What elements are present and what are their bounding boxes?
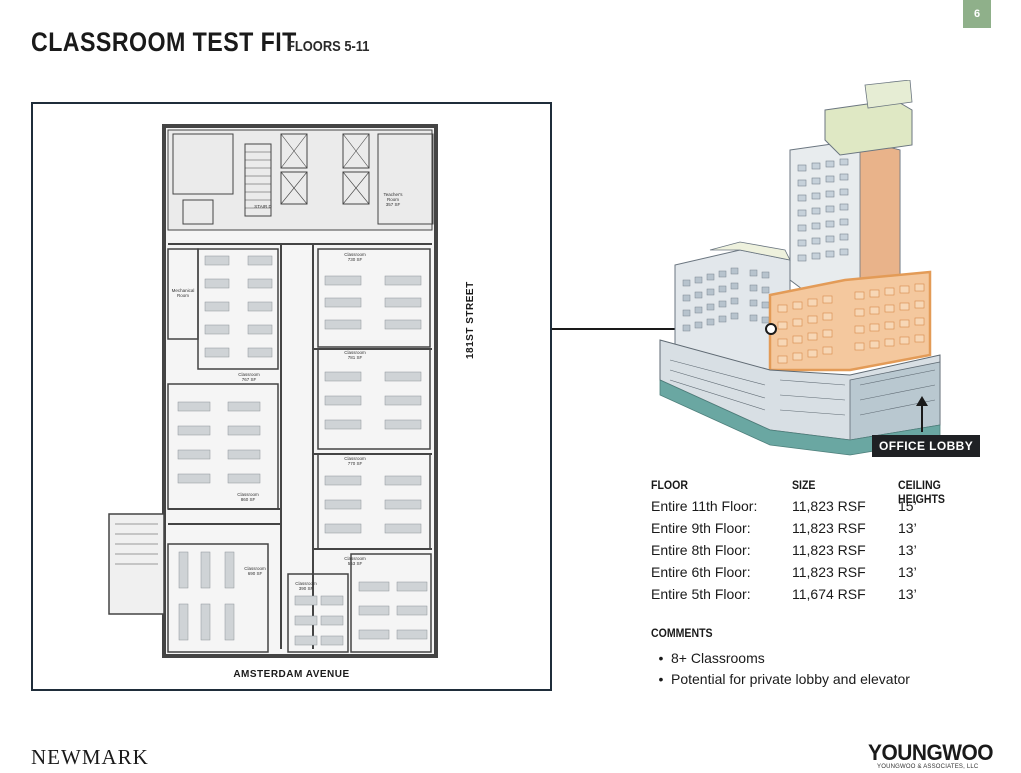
room-label: Mechanical xyxy=(172,288,195,293)
svg-text:Room: Room xyxy=(177,293,189,298)
room-label: STAIR D xyxy=(254,204,272,209)
room-label: Classroom xyxy=(238,372,260,377)
ceiling-cell: 13’ xyxy=(898,586,917,602)
size-cell: 11,823 RSF xyxy=(792,542,866,558)
ceiling-cell: 13’ xyxy=(898,520,917,536)
room-label: Classroom xyxy=(344,556,366,561)
youngwoo-logo: YOUNGWOO xyxy=(868,740,994,765)
newmark-logo: NEWMARK xyxy=(31,745,149,769)
svg-text:Room: Room xyxy=(387,197,399,202)
svg-text:781 SF: 781 SF xyxy=(348,355,363,360)
floor-cell: Entire 9th Floor: xyxy=(651,520,751,536)
svg-text:730 SF: 730 SF xyxy=(348,257,363,262)
svg-text:357 SF: 357 SF xyxy=(386,202,401,207)
floor-specs-table: FLOOR SIZE CEILING HEIGHTS Entire 11th F… xyxy=(651,476,1001,608)
size-cell: 11,823 RSF xyxy=(792,564,866,580)
col-header-ceiling: CEILING HEIGHTS xyxy=(898,478,945,506)
plan-to-building-connector xyxy=(552,328,770,330)
list-item: Potential for private lobby and elevator xyxy=(651,671,910,692)
table-row: Entire 6th Floor: 11,823 RSF 13’ xyxy=(651,564,1001,586)
comments-heading: COMMENTS xyxy=(651,626,713,640)
size-cell: 11,823 RSF xyxy=(792,520,866,536)
svg-text:390 SF: 390 SF xyxy=(299,586,314,591)
callout-dot xyxy=(765,323,777,335)
svg-text:770 SF: 770 SF xyxy=(348,461,363,466)
room-label: Classroom xyxy=(295,581,317,586)
floor-cell: Entire 8th Floor: xyxy=(651,542,751,558)
col-header-floor: FLOOR xyxy=(651,478,688,492)
page-number-badge: 6 xyxy=(963,0,991,28)
ceiling-cell: 13’ xyxy=(898,542,917,558)
table-row: Entire 11th Floor: 11,823 RSF 15’ xyxy=(651,498,1001,520)
ceiling-cell: 15’ xyxy=(898,498,917,514)
table-row: Entire 5th Floor: 11,674 RSF 13’ xyxy=(651,586,1001,608)
building-illustration xyxy=(650,79,950,465)
floor-cell: Entire 5th Floor: xyxy=(651,586,751,602)
page-title: CLASSROOM TEST FIT xyxy=(31,27,297,57)
page-subtitle: FLOORS 5-11 xyxy=(287,38,370,55)
table-row: Entire 8th Floor: 11,823 RSF 13’ xyxy=(651,542,1001,564)
size-cell: 11,823 RSF xyxy=(792,498,866,514)
floor-cell: Entire 11th Floor: xyxy=(651,498,758,514)
comments-list: 8+ Classrooms Potential for private lobb… xyxy=(651,650,910,692)
street-label-amsterdam: AMSTERDAM AVENUE xyxy=(233,669,350,680)
ceiling-cell: 13’ xyxy=(898,564,917,580)
room-label: Teacher's xyxy=(383,192,403,197)
room-label: Classroom xyxy=(344,350,366,355)
svg-text:767 SF: 767 SF xyxy=(242,377,257,382)
office-lobby-callout: OFFICE LOBBY xyxy=(872,435,981,457)
table-row: Entire 9th Floor: 11,823 RSF 13’ xyxy=(651,520,1001,542)
room-label: Classroom xyxy=(237,492,259,497)
svg-text:553 SF: 553 SF xyxy=(348,561,363,566)
col-header-size: SIZE xyxy=(792,478,816,492)
specs-header-row: FLOOR SIZE CEILING HEIGHTS xyxy=(651,476,1001,506)
room-label: Classroom xyxy=(344,456,366,461)
youngwoo-logo-subtext: YOUNGWOO & ASSOCIATES, LLC xyxy=(877,764,979,770)
room-label: Classroom xyxy=(244,566,266,571)
size-cell: 11,674 RSF xyxy=(792,586,866,602)
street-label-181st: 181ST STREET xyxy=(465,281,476,359)
room-label: Classroom xyxy=(344,252,366,257)
list-item: 8+ Classrooms xyxy=(651,650,910,671)
svg-text:690 SF: 690 SF xyxy=(248,571,263,576)
floor-cell: Entire 6th Floor: xyxy=(651,564,751,580)
svg-text:860 SF: 860 SF xyxy=(241,497,256,502)
